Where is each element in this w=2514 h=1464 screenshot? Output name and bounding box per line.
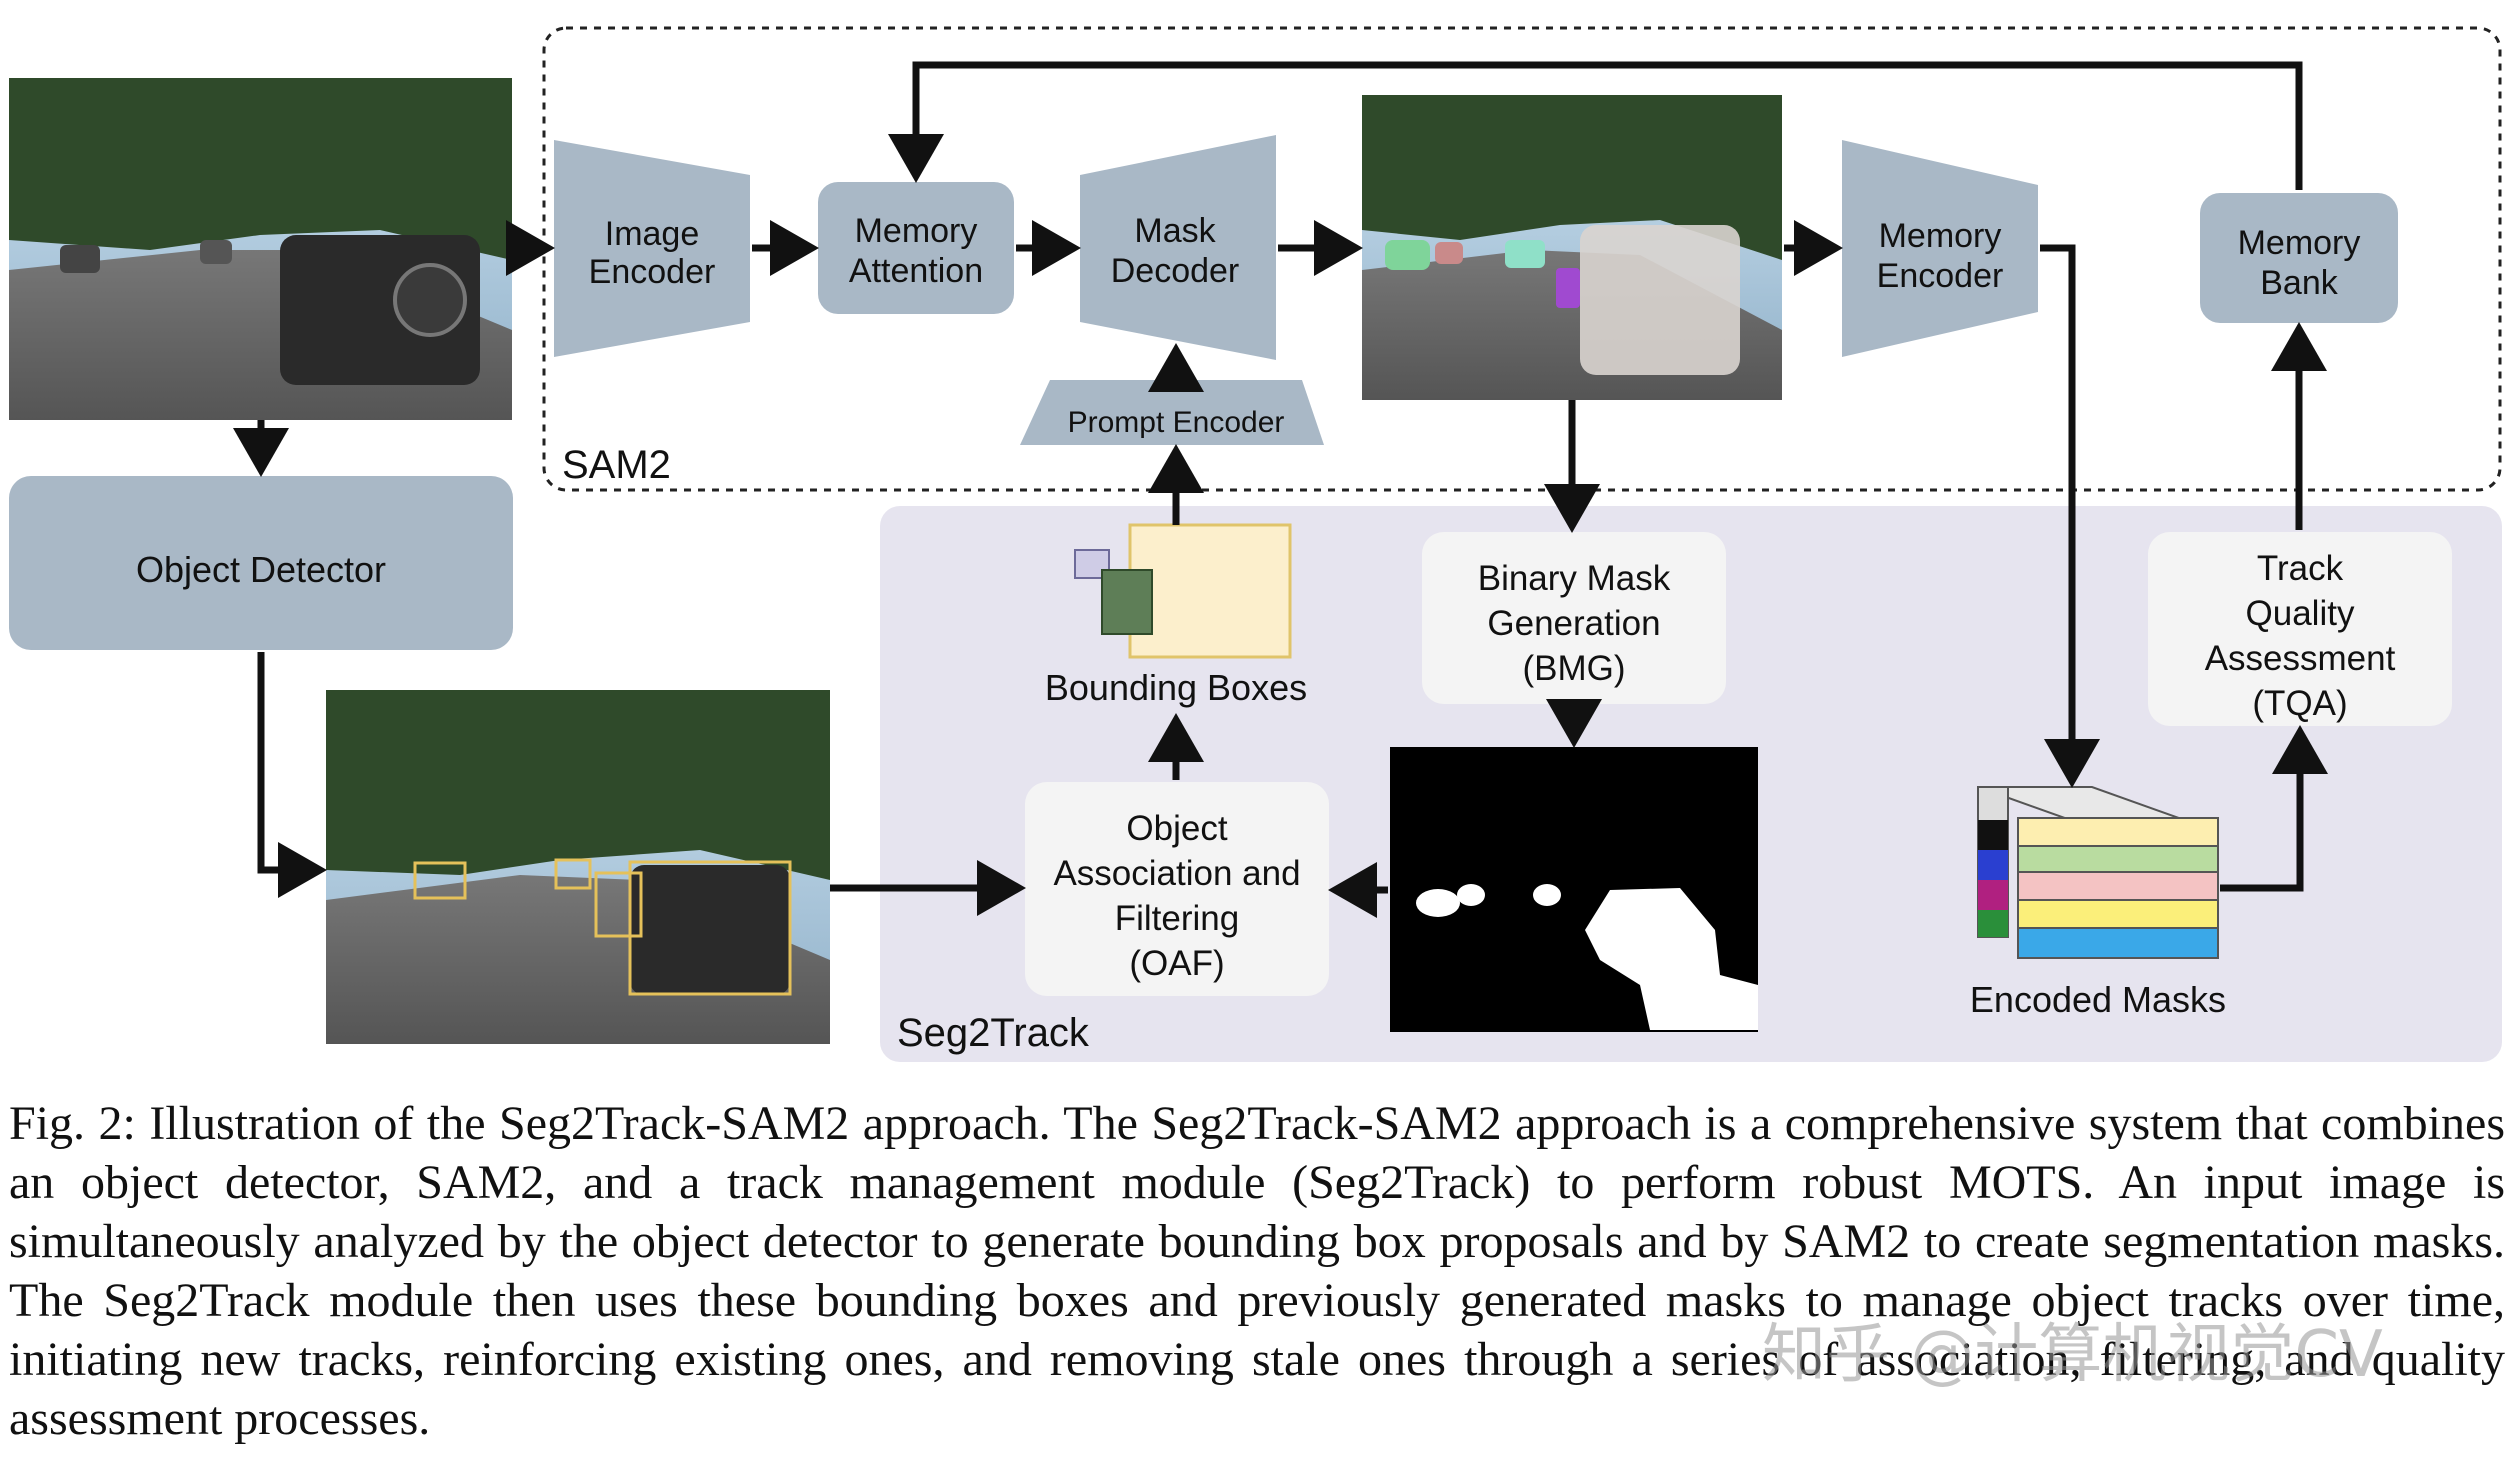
seg2track-label: Seg2Track — [897, 1011, 1090, 1055]
encoded-masks-stack — [1977, 786, 2219, 959]
input-image — [9, 78, 512, 420]
figure-caption: Fig. 2: Illustration of the Seg2Track-SA… — [9, 1097, 2505, 1445]
bounding-boxes-icon — [1074, 523, 1292, 659]
binary-mask-image — [1390, 747, 1758, 1032]
zhihu-watermark: 知乎 @计算机视觉CV — [1762, 1318, 2383, 1392]
segmented-image — [1362, 95, 1782, 400]
encoded-masks-label: Encoded Masks — [1970, 979, 2226, 1020]
object-detector: Object Detector — [9, 476, 513, 650]
sam2-label: SAM2 — [562, 443, 671, 487]
bounding-boxes-label: Bounding Boxes — [1045, 667, 1307, 708]
detection-image — [326, 690, 830, 1044]
svg-text:Prompt Encoder: Prompt Encoder — [1068, 406, 1285, 439]
svg-text:Object Detector: Object Detector — [136, 549, 386, 590]
prompt-encoder: Prompt Encoder — [1020, 380, 1324, 445]
arrows — [233, 61, 2328, 918]
